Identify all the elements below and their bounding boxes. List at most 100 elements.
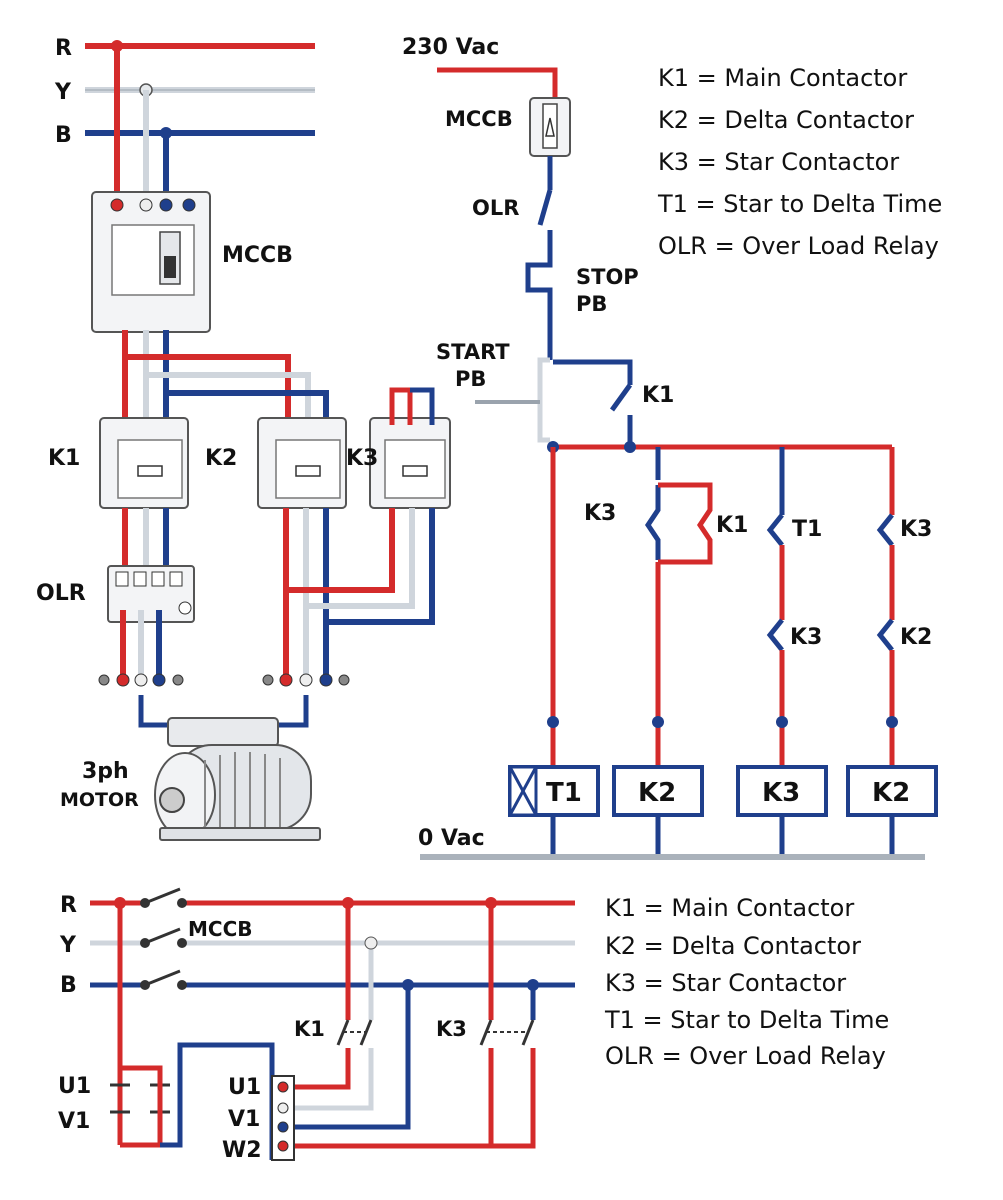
control-t1-contact-label: T1 — [792, 517, 822, 542]
k3-out-b — [326, 508, 435, 625]
bot-b-sw — [144, 969, 181, 987]
legend-bottom-item-3: K3 = Star Contactor — [605, 969, 846, 997]
control-mccb — [529, 97, 571, 157]
coil-t1 — [508, 765, 600, 817]
k1-contactor — [99, 417, 189, 509]
power-olr-label: OLR — [36, 581, 86, 606]
coil-t1-label: T1 — [546, 778, 582, 808]
power-motor-label-a: 3ph — [82, 759, 129, 784]
bottom-mccb-label: MCCB — [188, 917, 253, 941]
control-start-label-b: PB — [455, 367, 486, 391]
control-olr-label: OLR — [472, 196, 519, 220]
legend-top-item-1: K1 = Main Contactor — [658, 64, 907, 92]
legend-bottom-item-5: OLR = Over Load Relay — [605, 1042, 886, 1070]
control-circuit: 230 Vac MCCB OLR STOP PB START PB K1 — [402, 35, 938, 860]
terminal-dots-left — [98, 673, 184, 687]
bottom-v1-right: V1 — [228, 1107, 260, 1132]
terminal-block — [271, 1075, 295, 1161]
legend-top: K1 = Main Contactor K2 = Delta Contactor… — [657, 64, 942, 260]
k3-out-y — [306, 508, 415, 609]
col-t1-node — [547, 716, 559, 728]
power-k1-label: K1 — [48, 446, 80, 471]
power-label-b: B — [55, 123, 72, 148]
control-k1-hold-label: K1 — [642, 383, 674, 408]
motor-icon — [154, 717, 321, 841]
bottom-u1-right: U1 — [228, 1075, 261, 1100]
power-mccb-label: MCCB — [222, 243, 293, 268]
power-k2-label: K2 — [205, 446, 237, 471]
k2-contactor — [257, 417, 347, 509]
control-k3-nc-label: K3 — [584, 501, 616, 526]
bottom-schematic: R Y B MCCB U1 V1 — [58, 887, 575, 1163]
bottom-u1-left: U1 — [58, 1074, 91, 1099]
k1b-b-out — [282, 985, 411, 1130]
control-stop-label-b: PB — [576, 292, 607, 316]
coil-k2b-label: K2 — [872, 778, 910, 808]
col-k2a-k3-contact — [644, 485, 661, 560]
power-motor-label-b: MOTOR — [60, 789, 139, 811]
col-k2b-k2-contact — [876, 618, 894, 652]
bottom-label-r: R — [60, 893, 77, 918]
olr-device — [107, 565, 195, 623]
ctrl-junction-2 — [624, 441, 636, 453]
control-supply-wire — [437, 67, 558, 100]
k3-star-link-b — [410, 387, 435, 425]
bot-y-sw — [144, 927, 181, 945]
col-k3-node — [776, 716, 788, 728]
k3-star-link — [389, 387, 413, 425]
control-k1-nc-label: K1 — [716, 513, 748, 538]
k3-out-r — [286, 508, 395, 593]
bottom-k1-label: K1 — [294, 1017, 325, 1041]
control-supply-label: 230 Vac — [402, 35, 499, 60]
legend-bottom-item-4: T1 = Star to Delta Time — [604, 1006, 889, 1034]
coil-k2b — [846, 765, 938, 817]
coil-k2a — [612, 765, 704, 817]
col-k2a-node — [652, 716, 664, 728]
coil-k3-label: K3 — [762, 778, 800, 808]
k1b-r-out — [282, 1048, 351, 1090]
bottom-label-b: B — [60, 973, 77, 998]
power-circuit: R Y B MCCB K1 — [36, 36, 451, 841]
legend-bottom-item-1: K1 = Main Contactor — [605, 894, 854, 922]
control-k2-contact-label: K2 — [900, 625, 932, 650]
col-k2b-k3-contact — [876, 513, 894, 547]
stop-pb — [525, 255, 553, 330]
control-k3-contact2-label: K3 — [900, 517, 932, 542]
legend-bottom: K1 = Main Contactor K2 = Delta Contactor… — [604, 894, 889, 1070]
k3b-b-out — [491, 1048, 536, 1149]
branch-b-k2 — [166, 390, 329, 425]
k3b-r-out — [282, 1048, 494, 1149]
col-k3-k3-contact — [766, 618, 784, 652]
k1b-y-out — [282, 1048, 374, 1111]
control-k3-contact-label: K3 — [790, 625, 822, 650]
k3b-b-sw — [521, 1019, 535, 1046]
k3-contactor — [369, 417, 451, 509]
legend-bottom-item-2: K2 = Delta Contactor — [605, 932, 861, 960]
terminal-dots-right — [262, 673, 350, 687]
bot-r-sw — [144, 887, 181, 905]
legend-top-item-3: K3 = Star Contactor — [658, 148, 899, 176]
mccb-device — [91, 191, 211, 333]
legend-top-item-5: OLR = Over Load Relay — [658, 232, 939, 260]
legend-top-item-4: T1 = Star to Delta Time — [657, 190, 942, 218]
control-stop-label-a: STOP — [576, 265, 639, 289]
k1-hold-contact — [609, 383, 633, 412]
bottom-k3-label: K3 — [436, 1017, 467, 1041]
power-k3-label: K3 — [346, 446, 378, 471]
control-mccb-label: MCCB — [445, 107, 513, 131]
u1-wire — [120, 1065, 163, 1148]
col-k3-t1-contact — [766, 513, 784, 547]
control-zero-label: 0 Vac — [418, 826, 485, 851]
col-k2b-node — [886, 716, 898, 728]
bottom-w2-right: W2 — [222, 1138, 262, 1163]
power-label-y: Y — [54, 80, 72, 105]
branch-r-k2 — [125, 354, 291, 425]
start-pb — [537, 357, 550, 443]
k1-hold-wire — [553, 359, 633, 385]
col-k2a-k1-loop — [658, 482, 713, 565]
olr-contact — [537, 189, 553, 226]
bottom-v1-left: V1 — [58, 1109, 90, 1134]
branch-y-k2 — [146, 372, 311, 425]
